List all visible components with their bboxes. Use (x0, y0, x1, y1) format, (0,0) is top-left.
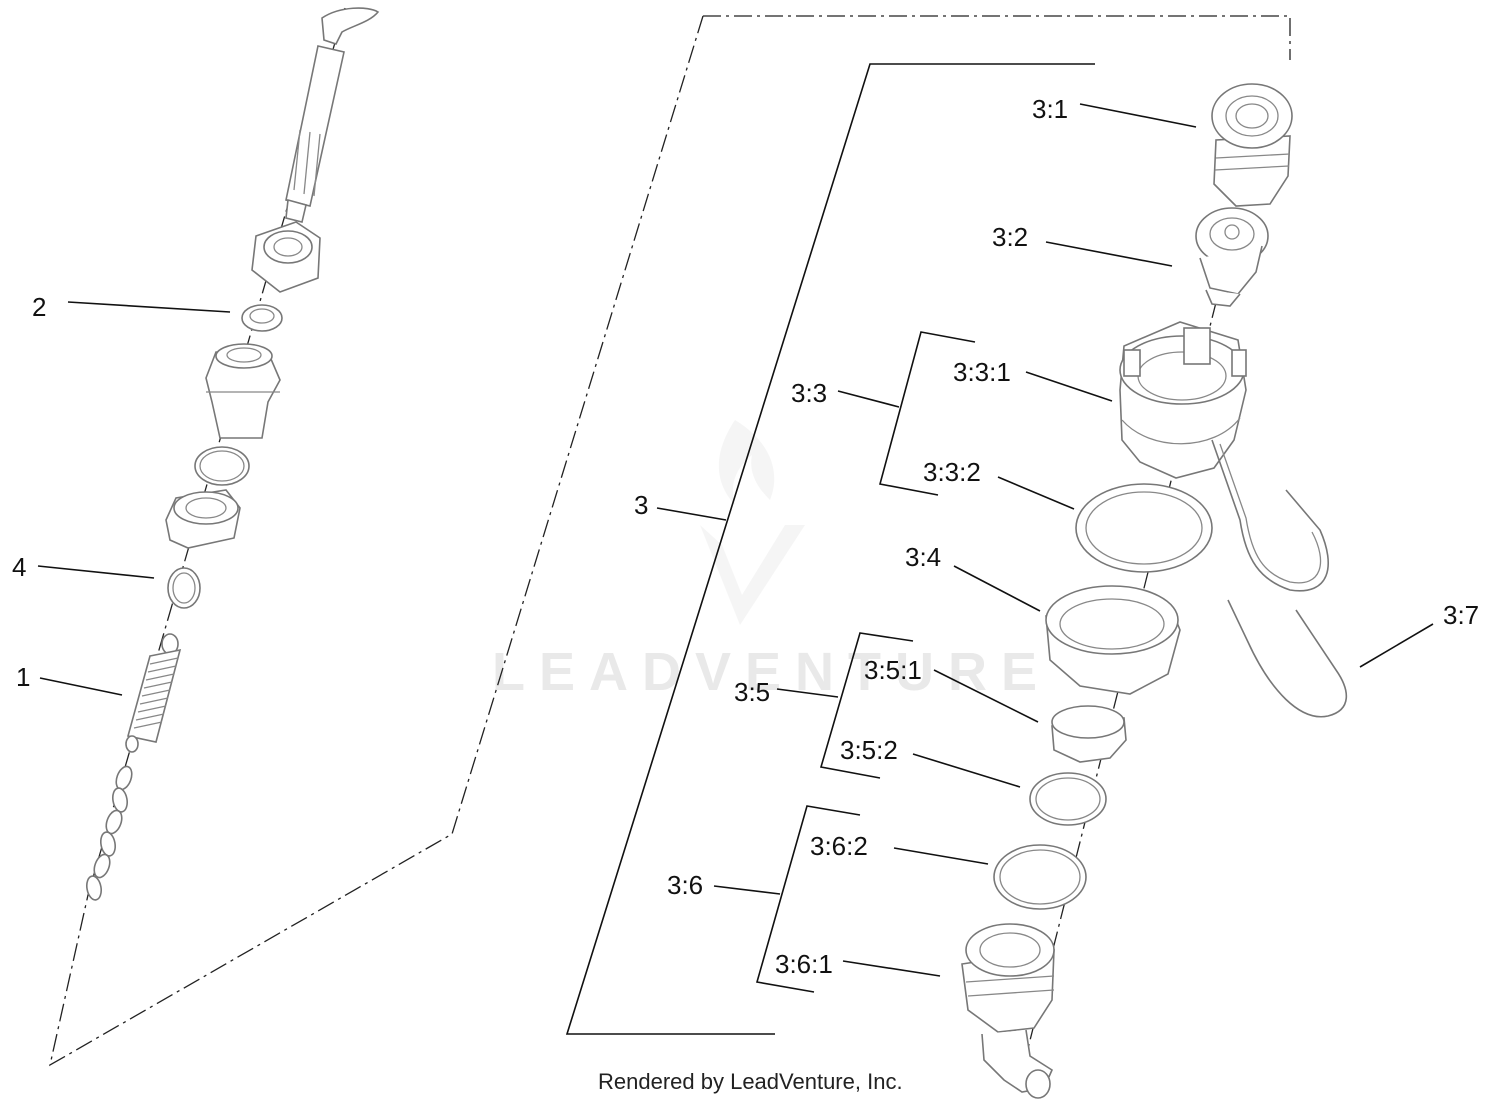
chain (85, 765, 133, 901)
part-3-5-1-cup (1051, 705, 1127, 763)
o-ring-left (194, 446, 250, 486)
leadventure-logo-icon (700, 420, 805, 625)
plunger-handle (285, 7, 380, 223)
watermark: LEADVENTURE (492, 420, 1051, 702)
part-2-washer (241, 304, 283, 332)
part-3-6-2-o-ring (993, 844, 1087, 910)
part-3-7-wire (1211, 439, 1348, 718)
callout-3-6-1: 3:6:1 (775, 949, 833, 979)
watermark-text: LEADVENTURE (492, 642, 1051, 702)
tab-nut (165, 489, 241, 549)
footer-credit: Rendered by LeadVenture, Inc. (598, 1069, 903, 1094)
part-3-3-1-body (1119, 321, 1247, 479)
callout-3-1: 3:1 (1032, 94, 1068, 124)
callout-2: 2 (32, 292, 46, 322)
callout-3-2: 3:2 (992, 222, 1028, 252)
part-3-6-1-fitting (961, 923, 1055, 1099)
bracket-3 (565, 63, 1095, 1035)
callout-3-5-1: 3:5:1 (864, 655, 922, 685)
part-1-spring (125, 633, 182, 753)
callout-4: 4 (12, 552, 26, 582)
part-3-3-2-ring (1075, 483, 1213, 573)
callout-3-5-2: 3:5:2 (840, 735, 898, 765)
bushing (205, 343, 281, 439)
bracket-3-6 (755, 805, 861, 993)
part-3-1-cap (1211, 83, 1293, 207)
callout-3-6: 3:6 (667, 870, 703, 900)
part-3-4-nut (1045, 585, 1181, 695)
callout-3-3-2: 3:3:2 (923, 457, 981, 487)
part-4-ring (167, 567, 201, 609)
callout-3-6-2: 3:6:2 (810, 831, 868, 861)
callout-3-3-1: 3:3:1 (953, 357, 1011, 387)
leader-lines (37, 103, 1434, 977)
callout-3-7: 3:7 (1443, 600, 1479, 630)
callout-3-3: 3:3 (791, 378, 827, 408)
part-3-2-valve (1195, 207, 1269, 307)
right-column-parts (961, 83, 1348, 1099)
callout-3-5: 3:5 (734, 677, 770, 707)
callout-1: 1 (16, 662, 30, 692)
callout-3: 3 (634, 490, 648, 520)
left-column-parts (85, 7, 380, 901)
bracket-3-3 (879, 331, 976, 496)
hex-nut (251, 221, 321, 293)
callout-3-4: 3:4 (905, 542, 941, 572)
bracket-3-5 (819, 632, 914, 779)
callout-labels: 2 4 1 3 3:1 3:2 3:3 3:3:1 3:3:2 3:4 3:5 … (12, 94, 1479, 979)
part-3-5-2-o-ring (1029, 772, 1107, 826)
assembly-outline (49, 15, 1291, 1067)
